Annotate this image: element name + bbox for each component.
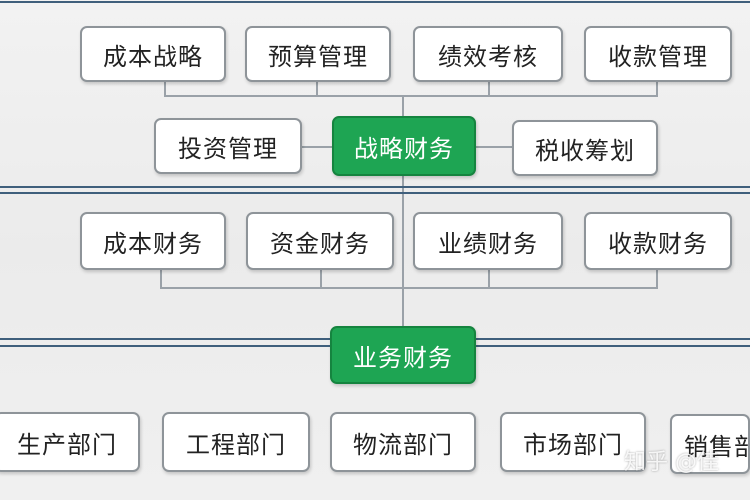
node-fund-finance: 资金财务 xyxy=(246,212,394,270)
connector xyxy=(402,176,404,326)
connector xyxy=(488,270,490,288)
node-business-finance-hub: 业务财务 xyxy=(330,326,476,384)
node-cost-strategy: 成本战略 xyxy=(80,26,226,82)
connector xyxy=(476,146,512,148)
top-band-line xyxy=(0,1,750,3)
section-divider-line xyxy=(0,192,750,194)
connector xyxy=(164,95,658,97)
connector xyxy=(656,82,658,96)
node-production-department: 生产部门 xyxy=(0,412,140,472)
node-collection-management: 收款管理 xyxy=(584,26,732,82)
node-sales-department: 销售部 xyxy=(670,414,750,474)
watermark: 知乎 @佳 xyxy=(624,450,719,475)
node-logistics-department: 物流部门 xyxy=(330,412,476,472)
node-performance-finance: 业绩财务 xyxy=(413,212,563,270)
connector xyxy=(316,82,318,96)
connector xyxy=(656,270,658,288)
node-budget-management: 预算管理 xyxy=(245,26,391,82)
node-cost-finance: 成本财务 xyxy=(80,212,226,270)
connector xyxy=(302,146,332,148)
section-divider-line xyxy=(0,186,750,188)
node-market-department: 市场部门 xyxy=(500,412,646,472)
node-tax-planning: 税收筹划 xyxy=(512,120,658,176)
connector xyxy=(320,270,322,288)
node-strategic-finance-hub: 战略财务 xyxy=(332,116,476,176)
connector xyxy=(160,270,162,288)
node-engineering-department: 工程部门 xyxy=(162,412,310,472)
node-investment-management: 投资管理 xyxy=(154,118,302,174)
connector xyxy=(488,82,490,96)
connector xyxy=(164,82,166,96)
node-performance-review: 绩效考核 xyxy=(413,26,563,82)
connector xyxy=(160,287,658,289)
connector xyxy=(402,95,404,117)
node-collection-finance: 收款财务 xyxy=(584,212,732,270)
